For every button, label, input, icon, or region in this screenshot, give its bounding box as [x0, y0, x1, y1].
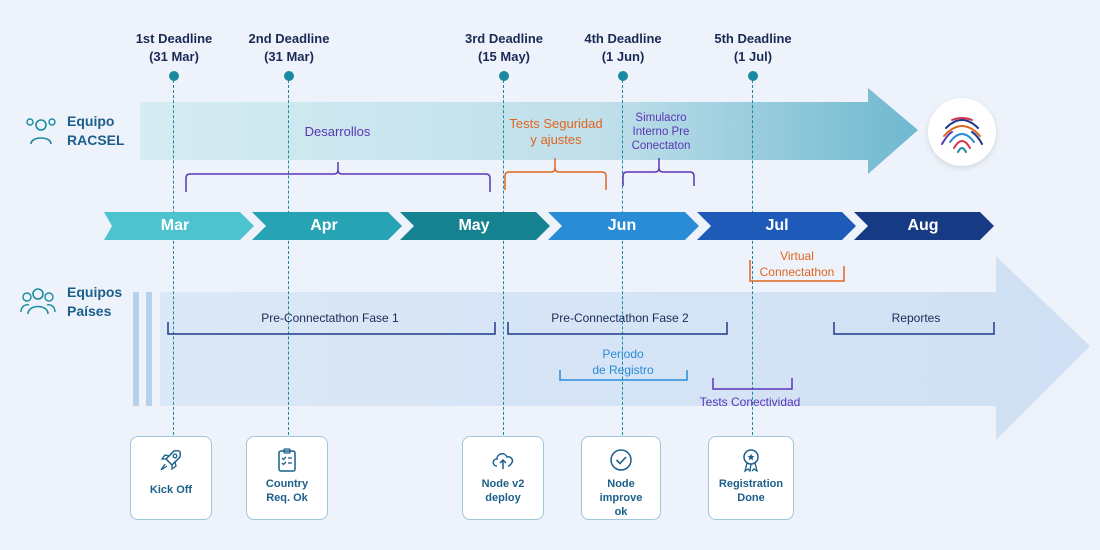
month-segment-may [400, 212, 550, 240]
phase-tests-seguridad: Tests Seguridad y ajustes [509, 116, 603, 147]
milestone-label: Registration Done [718, 478, 784, 504]
check-circle-icon [610, 449, 632, 471]
milestone-label: Country Req. Ok [265, 478, 309, 504]
milestone-card-node-v2: Node v2 deploy [462, 436, 544, 520]
month-jul: Jul [765, 217, 789, 234]
phase-virtual-connectathon: Virtual Connectathon [759, 249, 835, 279]
racsel-team-label: Equipo RACSEL [67, 113, 125, 148]
month-apr: Apr [310, 217, 338, 234]
deadline-4-dot [618, 71, 628, 81]
month-aug: Aug [907, 217, 939, 234]
phase-simulacro: Simulacro Interno Pre Conectaton [631, 112, 691, 152]
month-segment-aug [854, 212, 994, 240]
phase-pre-connectathon-1: Pre-Connectathon Fase 1 [261, 311, 399, 325]
deadline-2-label: 2nd Deadline (31 Mar) [248, 31, 330, 64]
month-segment-apr [252, 212, 402, 240]
deadline-2-line [288, 80, 289, 435]
milestone-card-node-improve: Node improve ok [581, 436, 661, 520]
month-jun: Jun [607, 217, 637, 234]
phase-desarrollos: Desarrollos [304, 124, 371, 139]
deadline-1-label: 1st Deadline (31 Mar) [135, 31, 213, 64]
milestone-label: Node improve ok [599, 478, 643, 518]
racsel-logo [928, 98, 996, 166]
month-segment-mar [104, 212, 254, 240]
deadline-5-dot [748, 71, 758, 81]
month-segment-jul [697, 212, 856, 240]
deadline-1-line [173, 80, 174, 435]
paises-team-label: Equipos Países [67, 284, 123, 319]
milestone-label: Node v2 deploy [481, 478, 525, 504]
phase-tests-conectividad: Tests Conectividad [699, 395, 801, 409]
month-may: May [458, 217, 490, 234]
milestone-label: Kick Off [149, 484, 193, 496]
milestone-card-registration: Registration Done [708, 436, 794, 520]
deadline-3-label: 3rd Deadline (15 May) [464, 31, 544, 64]
checklist-icon [278, 448, 296, 472]
deadline-3-line [503, 80, 504, 435]
deadline-3-dot [499, 71, 509, 81]
team-people-icon [20, 288, 56, 315]
phase-periodo-registro: Periodo de Registro [592, 347, 654, 377]
team-gear-icon [26, 118, 56, 145]
rocket-icon [160, 449, 182, 471]
deadline-2-dot [284, 71, 294, 81]
phase-reportes: Reportes [891, 311, 941, 325]
month-mar: Mar [160, 217, 190, 234]
phase-pre-connectathon-2: Pre-Connectathon Fase 2 [551, 311, 689, 325]
cloud-upload-icon [492, 453, 514, 469]
award-badge-icon [743, 449, 759, 473]
deadline-5-line [752, 80, 753, 435]
fingerprint-logo-icon [941, 117, 983, 153]
month-segment-jun [548, 212, 699, 240]
deadline-1-dot [169, 71, 179, 81]
deadline-5-label: 5th Deadline (1 Jul) [714, 31, 792, 64]
milestone-card-country-req: Country Req. Ok [246, 436, 328, 520]
deadline-4-label: 4th Deadline (1 Jun) [584, 31, 662, 64]
milestone-card-kickoff: Kick Off [130, 436, 212, 520]
deadline-4-line [622, 80, 623, 435]
